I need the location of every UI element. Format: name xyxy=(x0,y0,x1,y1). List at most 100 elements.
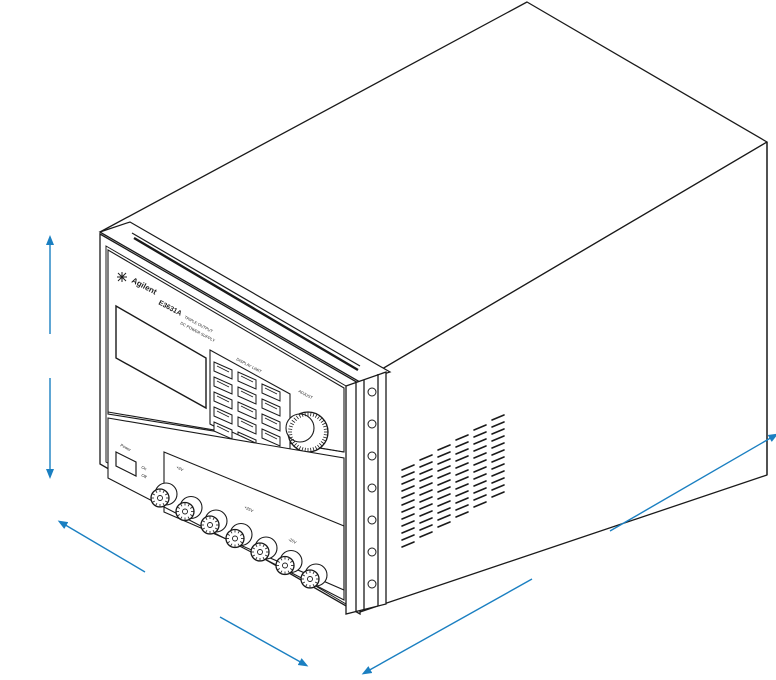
binding-post-ridge xyxy=(155,490,158,494)
power-label: Power xyxy=(120,442,133,452)
binding-post[interactable] xyxy=(275,549,303,576)
depth-arrow-front xyxy=(361,578,533,675)
binding-post[interactable] xyxy=(200,509,228,535)
binding-post-ridge xyxy=(212,529,215,533)
binding-post-ridge xyxy=(255,544,258,548)
vent-slot xyxy=(419,524,433,531)
binding-post-ridge xyxy=(239,541,243,544)
keypad-key[interactable] xyxy=(261,398,281,417)
binding-post-center xyxy=(257,549,263,555)
binding-post-ridge xyxy=(277,560,281,563)
vent-slot xyxy=(455,434,469,441)
vent-slot xyxy=(491,477,505,484)
knob-ridge xyxy=(291,441,296,445)
binding-post-ridge xyxy=(289,560,293,563)
keypad-key[interactable] xyxy=(213,376,233,395)
keypad-key[interactable] xyxy=(213,361,233,380)
binding-post-ridge xyxy=(162,502,165,506)
binding-post[interactable] xyxy=(175,495,203,522)
key-legend-mark xyxy=(240,375,254,383)
knob-ridges xyxy=(288,412,328,452)
vent-slot xyxy=(473,494,487,501)
binding-post-ridge xyxy=(177,506,181,509)
vent-slot xyxy=(491,470,505,477)
vent-slot xyxy=(437,507,451,514)
binding-post-ridge xyxy=(280,570,283,574)
binding-posts xyxy=(150,482,328,589)
power-switch[interactable]: Power On Off xyxy=(115,442,149,480)
keypad-key[interactable] xyxy=(237,401,257,420)
binding-post-ridge xyxy=(152,500,156,503)
binding-post-ridge xyxy=(155,502,158,506)
keypad-key[interactable] xyxy=(237,371,257,390)
vent-slot xyxy=(419,517,433,524)
knob-ridge xyxy=(288,425,293,428)
key-legend-mark xyxy=(264,432,278,440)
binding-post-ridge xyxy=(305,583,308,587)
binding-post-ridge xyxy=(230,530,233,534)
adjust-knob[interactable] xyxy=(285,411,329,453)
binding-post[interactable] xyxy=(150,482,178,508)
binding-post-ridge xyxy=(187,516,190,520)
binding-post-ridge xyxy=(162,490,165,494)
binding-post-ridge xyxy=(302,574,306,577)
binding-post-ridge xyxy=(264,554,268,557)
vent-slot xyxy=(401,541,415,548)
binding-post-ridge xyxy=(302,581,306,584)
vent-slot xyxy=(419,468,433,475)
knob-ridge xyxy=(317,415,321,420)
vent-slot xyxy=(419,482,433,489)
knob-ridge xyxy=(298,413,302,418)
power-off-label: Off xyxy=(141,472,149,479)
binding-post-ridge xyxy=(227,541,231,544)
binding-post[interactable] xyxy=(250,536,278,562)
keypad-key[interactable] xyxy=(237,416,257,435)
binding-post-ridge xyxy=(280,557,283,561)
vent-slot xyxy=(473,424,487,431)
key-legend-mark xyxy=(264,387,278,395)
vent-grille xyxy=(401,414,505,548)
knob-ridge xyxy=(310,412,312,417)
keypad-key[interactable] xyxy=(261,413,281,432)
keypad-key[interactable] xyxy=(261,428,281,447)
knob-ridge xyxy=(304,412,306,417)
binding-post-ridge xyxy=(205,517,208,521)
knob-ridge xyxy=(312,412,315,417)
knob-ridge xyxy=(293,417,297,421)
binding-post-ridge xyxy=(177,514,181,517)
vent-slot xyxy=(401,534,415,541)
key-legend-mark xyxy=(264,417,278,425)
vent-slot xyxy=(491,442,505,449)
binding-post[interactable] xyxy=(225,522,253,549)
binding-post-ridge xyxy=(289,568,293,571)
keypad-buttons xyxy=(213,361,281,457)
binding-post-ridge xyxy=(305,571,308,575)
binding-post-center xyxy=(307,576,313,582)
vent-slot xyxy=(401,499,415,506)
keypad-key[interactable] xyxy=(237,386,257,405)
binding-post-ridge xyxy=(152,493,156,496)
knob-ridge xyxy=(323,434,328,436)
binding-post-ridge xyxy=(314,574,318,577)
vent-slot xyxy=(455,455,469,462)
binding-post-ridge xyxy=(164,493,168,496)
binding-post-ridge xyxy=(189,514,193,517)
binding-post-ridge xyxy=(189,506,193,509)
binding-post-ridge xyxy=(227,533,231,536)
keypad-key[interactable] xyxy=(213,391,233,410)
width-arrow-right xyxy=(219,616,309,667)
binding-post-ridge xyxy=(202,520,206,523)
vent-slot xyxy=(491,428,505,435)
vent-slot xyxy=(473,466,487,473)
vent-slot xyxy=(455,483,469,490)
knob-ridge xyxy=(320,441,325,445)
keypad-key[interactable] xyxy=(261,383,281,402)
binding-post[interactable] xyxy=(300,563,328,589)
key-legend-mark xyxy=(216,365,230,373)
keypad-key[interactable] xyxy=(213,406,233,425)
binding-post-ridge xyxy=(239,533,243,536)
vent-slot xyxy=(401,485,415,492)
knob-ridge xyxy=(295,415,299,420)
vent-slot xyxy=(437,458,451,465)
